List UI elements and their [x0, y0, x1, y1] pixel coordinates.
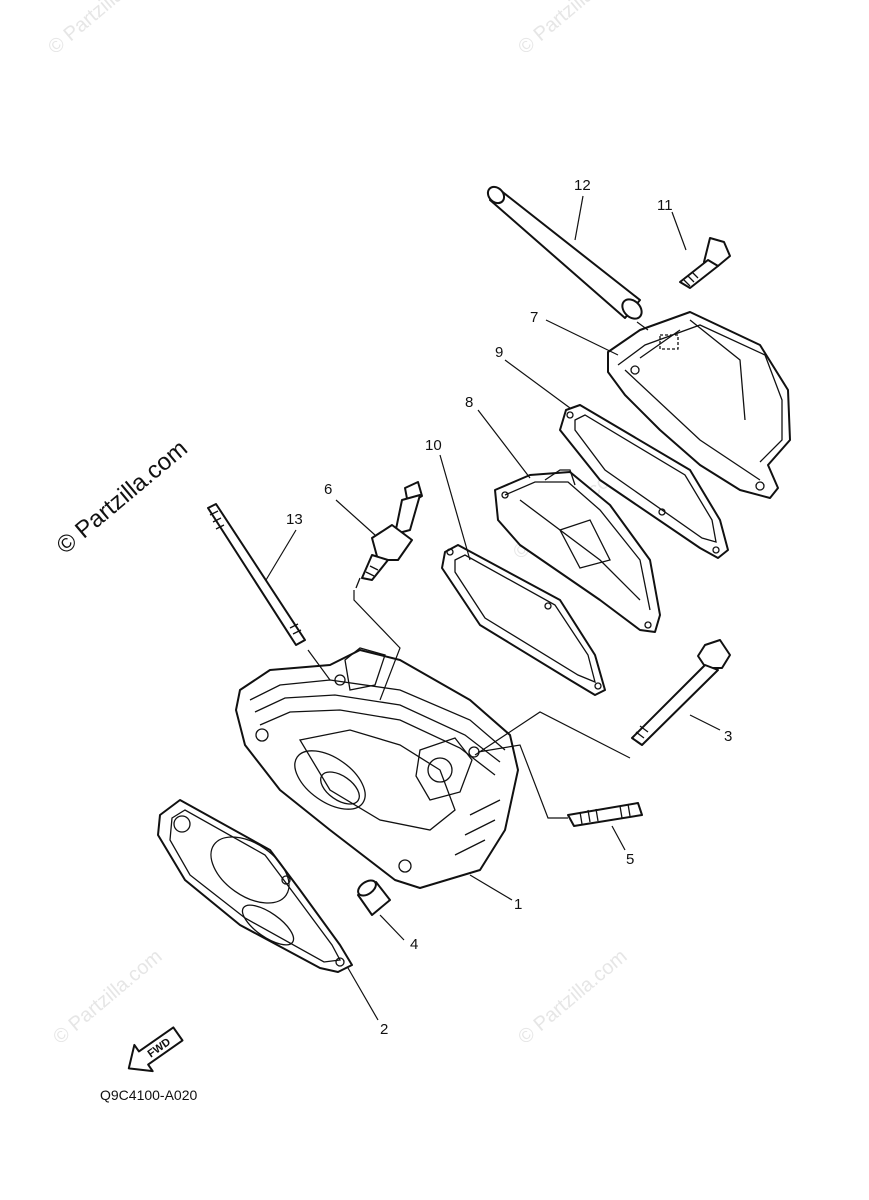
callout-11: 11 — [657, 197, 673, 214]
callout-7: 7 — [530, 309, 538, 326]
watermark-bottom-right: © Partzilla.com — [514, 945, 631, 1048]
callout-2: 2 — [380, 1021, 388, 1038]
part-9-gasket — [559, 404, 729, 559]
part-7-cover — [607, 311, 791, 499]
part-6-spark-plug — [355, 481, 423, 589]
fwd-arrow: FWD — [127, 1026, 184, 1073]
watermark-top-right: © Partzilla.com — [514, 0, 631, 59]
callout-3: 3 — [724, 728, 732, 745]
callout-8: 8 — [465, 394, 473, 411]
callout-5: 5 — [626, 851, 634, 868]
callout-numbers: 12 11 7 9 8 10 6 13 3 5 1 4 2 — [286, 177, 732, 1038]
callout-9: 9 — [495, 344, 503, 361]
watermark-side: © Partzilla.com — [52, 435, 193, 560]
part-4-dowel — [357, 879, 391, 916]
watermark-bottom-left: © Partzilla.com — [49, 945, 166, 1048]
diagram-code: Q9C4100-A020 — [100, 1087, 198, 1103]
part-3-bolt — [631, 639, 731, 746]
leader-lines — [265, 195, 721, 1021]
part-12-tube — [486, 185, 643, 320]
watermark-top-left: © Partzilla.com — [44, 0, 161, 59]
part-10-gasket — [441, 544, 606, 696]
part-8-plate — [494, 469, 661, 633]
part-1-cylinder-head — [235, 647, 519, 889]
part-2-head-gasket — [157, 799, 353, 973]
part-11-bolt — [679, 237, 731, 289]
part-5-stud — [567, 802, 643, 827]
part-13-stud — [207, 503, 306, 646]
callout-1: 1 — [514, 896, 522, 913]
callout-13: 13 — [286, 511, 303, 528]
callout-6: 6 — [324, 481, 332, 498]
callout-4: 4 — [410, 936, 418, 953]
callout-12: 12 — [574, 177, 591, 194]
callout-10: 10 — [425, 437, 442, 454]
